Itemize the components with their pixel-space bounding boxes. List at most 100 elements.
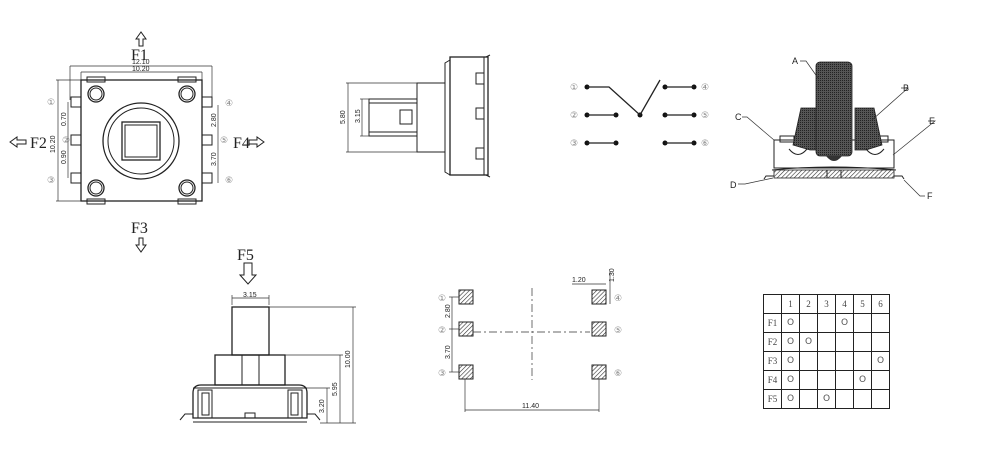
dim-mid-height: 5.95 bbox=[332, 382, 339, 396]
fp-pin-5: ⑤ bbox=[614, 326, 622, 336]
truth-table-cell: O bbox=[781, 332, 800, 352]
fp-dim-pad-h: 1.30 bbox=[609, 268, 616, 282]
truth-table-cell bbox=[799, 313, 818, 333]
force-f3-label: F3 bbox=[131, 220, 148, 237]
truth-table-col-6: 6 bbox=[871, 294, 890, 314]
pin-4-label: ④ bbox=[225, 99, 233, 109]
dim-total-height: 10.00 bbox=[345, 350, 352, 368]
truth-table-row-label: F3 bbox=[763, 351, 782, 371]
truth-table-cell bbox=[853, 332, 872, 352]
label-F: F bbox=[927, 191, 933, 201]
label-E: E bbox=[929, 116, 935, 126]
truth-table-col-1: 1 bbox=[781, 294, 800, 314]
arrow-down-icon bbox=[135, 237, 147, 253]
sch-pin-2: ② bbox=[570, 111, 578, 121]
sch-pin-5: ⑤ bbox=[701, 111, 709, 121]
truth-table-col-5: 5 bbox=[853, 294, 872, 314]
truth-table-row-label: F1 bbox=[763, 313, 782, 333]
truth-table-cell bbox=[871, 370, 890, 390]
truth-table-cell: O bbox=[781, 389, 800, 409]
fp-dim-pitch-b: 3.70 bbox=[445, 345, 452, 359]
front-view: F5 3.15 10.00 5.95 3.20 bbox=[179, 247, 356, 424]
truth-table-cell bbox=[817, 370, 836, 390]
truth-table-cell bbox=[871, 313, 890, 333]
fp-pin-2: ② bbox=[438, 326, 446, 336]
pin-6-label: ⑥ bbox=[225, 176, 233, 186]
truth-table-row-label: F4 bbox=[763, 370, 782, 390]
truth-table-cell bbox=[853, 313, 872, 333]
dim-actuator-width: 3.15 bbox=[243, 292, 257, 299]
truth-table-cell: O bbox=[781, 370, 800, 390]
pin-3-label: ③ bbox=[47, 176, 55, 186]
dim-outer: 5.80 bbox=[340, 110, 347, 124]
truth-table-row-label: F5 bbox=[763, 389, 782, 409]
truth-table-cell bbox=[853, 351, 872, 371]
fp-pin-4: ④ bbox=[614, 294, 622, 304]
pin-1-label: ① bbox=[47, 98, 55, 108]
dim-body-height: 10.20 bbox=[50, 135, 57, 153]
truth-table-cell: O bbox=[799, 332, 818, 352]
truth-table-cell bbox=[871, 332, 890, 352]
truth-table-cell: O bbox=[817, 389, 836, 409]
dim-right-pitch-a: 2.80 bbox=[211, 113, 218, 127]
dim-pitch-b: 0.90 bbox=[61, 150, 68, 164]
dim-pitch-a: 0.70 bbox=[61, 112, 68, 126]
fp-dim-pitch-a: 2.80 bbox=[445, 304, 452, 318]
dim-inner: 3.15 bbox=[355, 109, 362, 123]
fp-dim-pad-w: 1.20 bbox=[572, 277, 586, 284]
arrow-up-icon bbox=[135, 31, 147, 47]
truth-table-cell bbox=[799, 370, 818, 390]
truth-table-cell bbox=[853, 389, 872, 409]
truth-table-cell: O bbox=[781, 313, 800, 333]
sch-pin-4: ④ bbox=[701, 83, 709, 93]
truth-table-cell bbox=[817, 351, 836, 371]
dim-right-pitch-b: 3.70 bbox=[211, 152, 218, 166]
truth-table-col-3: 3 bbox=[817, 294, 836, 314]
pcb-footprint: 2.80 3.70 ① ② ③ ④ ⑤ ⑥ 1.20 1.30 11.40 bbox=[438, 268, 622, 412]
truth-table-cell bbox=[817, 313, 836, 333]
cross-section: A B C D E F bbox=[730, 56, 936, 201]
fp-pin-3: ③ bbox=[438, 369, 446, 379]
label-A: A bbox=[792, 56, 798, 66]
truth-table-cell bbox=[835, 351, 854, 371]
label-B: B bbox=[903, 83, 909, 93]
truth-table-cell bbox=[871, 389, 890, 409]
pin-2-label: ② bbox=[62, 136, 70, 146]
truth-table-cell bbox=[835, 332, 854, 352]
label-C: C bbox=[735, 112, 742, 122]
dim-base-height: 3.20 bbox=[319, 399, 326, 413]
force-f2-label: F2 bbox=[30, 135, 47, 152]
fp-pin-6: ⑥ bbox=[614, 369, 622, 379]
truth-table-cell: O bbox=[781, 351, 800, 371]
sch-pin-3: ③ bbox=[570, 139, 578, 149]
force-f4-label: F4 bbox=[233, 135, 250, 152]
arrow-down-icon bbox=[238, 262, 258, 285]
force-f5-label: F5 bbox=[237, 247, 254, 264]
truth-table-col-corner bbox=[763, 294, 782, 314]
sch-pin-1: ① bbox=[570, 83, 578, 93]
side-view: 5.80 3.15 bbox=[340, 54, 491, 178]
truth-table-cell bbox=[799, 351, 818, 371]
truth-table-col-4: 4 bbox=[835, 294, 854, 314]
truth-table-cell: O bbox=[835, 313, 854, 333]
fp-dim-span: 11.40 bbox=[522, 403, 539, 410]
dim-overall-width: 12.10 bbox=[132, 59, 150, 66]
truth-table-cell bbox=[835, 389, 854, 409]
pin-5-label: ⑤ bbox=[220, 136, 228, 146]
truth-table-cell bbox=[817, 332, 836, 352]
sch-pin-6: ⑥ bbox=[701, 139, 709, 149]
truth-table-cell bbox=[799, 389, 818, 409]
label-D: D bbox=[730, 180, 737, 190]
top-view: F1 12.10 10.20 bbox=[9, 31, 265, 253]
dim-body-width: 10.20 bbox=[132, 66, 150, 73]
force-f1-label: F1 bbox=[131, 47, 148, 64]
fp-pin-1: ① bbox=[438, 294, 446, 304]
